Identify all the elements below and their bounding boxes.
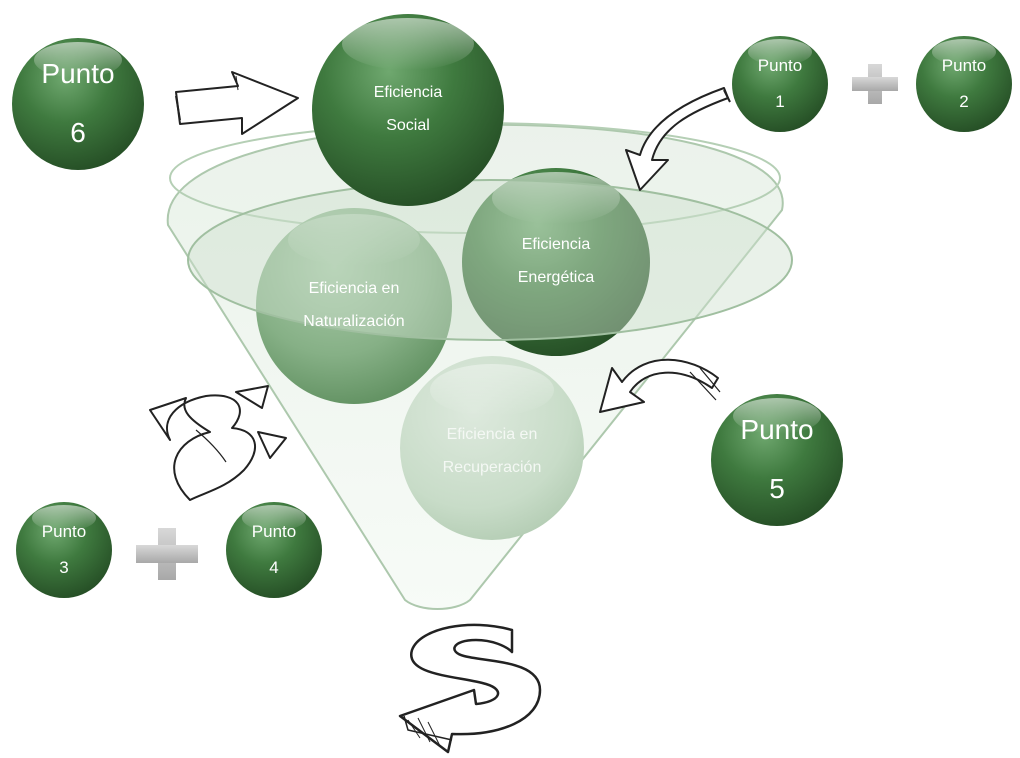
funnel-rim (187, 179, 793, 341)
sphere-recuperacion (400, 356, 584, 540)
punto-5-circle (711, 394, 843, 526)
punto-1-circle (732, 36, 828, 132)
punto-number: 5 (769, 472, 785, 504)
label-line: Social (386, 117, 430, 135)
label-line: Eficiencia en (446, 425, 538, 443)
punto-2-circle (916, 36, 1012, 132)
label-punto-1: Punto 1 (740, 57, 820, 110)
punto-number: 3 (59, 557, 69, 577)
label-punto-4: Punto 4 (234, 523, 314, 576)
punto-number: 2 (959, 91, 969, 111)
punto-number: 4 (269, 557, 279, 577)
s-arrow-down-icon (398, 623, 542, 754)
punto-word: Punto (941, 56, 987, 76)
label-line: Eficiencia (521, 235, 591, 253)
sphere-social (312, 14, 504, 206)
punto-word: Punto (41, 57, 115, 89)
label-punto-5: Punto 5 (717, 415, 837, 504)
label-eficiencia-energetica: Eficiencia Energética (476, 234, 636, 290)
label-line: Naturalización (303, 313, 405, 331)
label-line: Energética (517, 269, 595, 287)
label-line: Eficiencia en (308, 279, 400, 297)
punto-word: Punto (740, 413, 814, 445)
punto-word: Punto (757, 56, 803, 76)
label-eficiencia-recuperacion: Eficiencia en Recuperación (412, 424, 572, 480)
label-line: Recuperación (442, 459, 542, 477)
punto-word: Punto (41, 522, 87, 542)
punto-number: 1 (775, 91, 785, 111)
punto-6-circle (12, 38, 144, 170)
punto-3-circle (16, 502, 112, 598)
curved-arrow-icon (625, 87, 731, 191)
label-punto-2: Punto 2 (924, 57, 1004, 110)
label-punto-6: Punto 6 (18, 59, 138, 148)
label-eficiencia-naturalizacion: Eficiencia en Naturalización (264, 278, 444, 334)
label-punto-3: Punto 3 (24, 523, 104, 576)
plus-icon (852, 64, 898, 104)
plus-icon (136, 528, 198, 580)
punto-word: Punto (251, 522, 297, 542)
curved-arrow-icon (599, 358, 721, 413)
label-eficiencia-social: Eficiencia Social (328, 82, 488, 138)
label-line: Eficiencia (373, 83, 443, 101)
split-arrow-icon (149, 385, 287, 501)
sphere-naturalizacion (256, 208, 452, 404)
arrow-right-icon (175, 71, 299, 135)
punto-4-circle (226, 502, 322, 598)
punto-number: 6 (70, 116, 86, 148)
